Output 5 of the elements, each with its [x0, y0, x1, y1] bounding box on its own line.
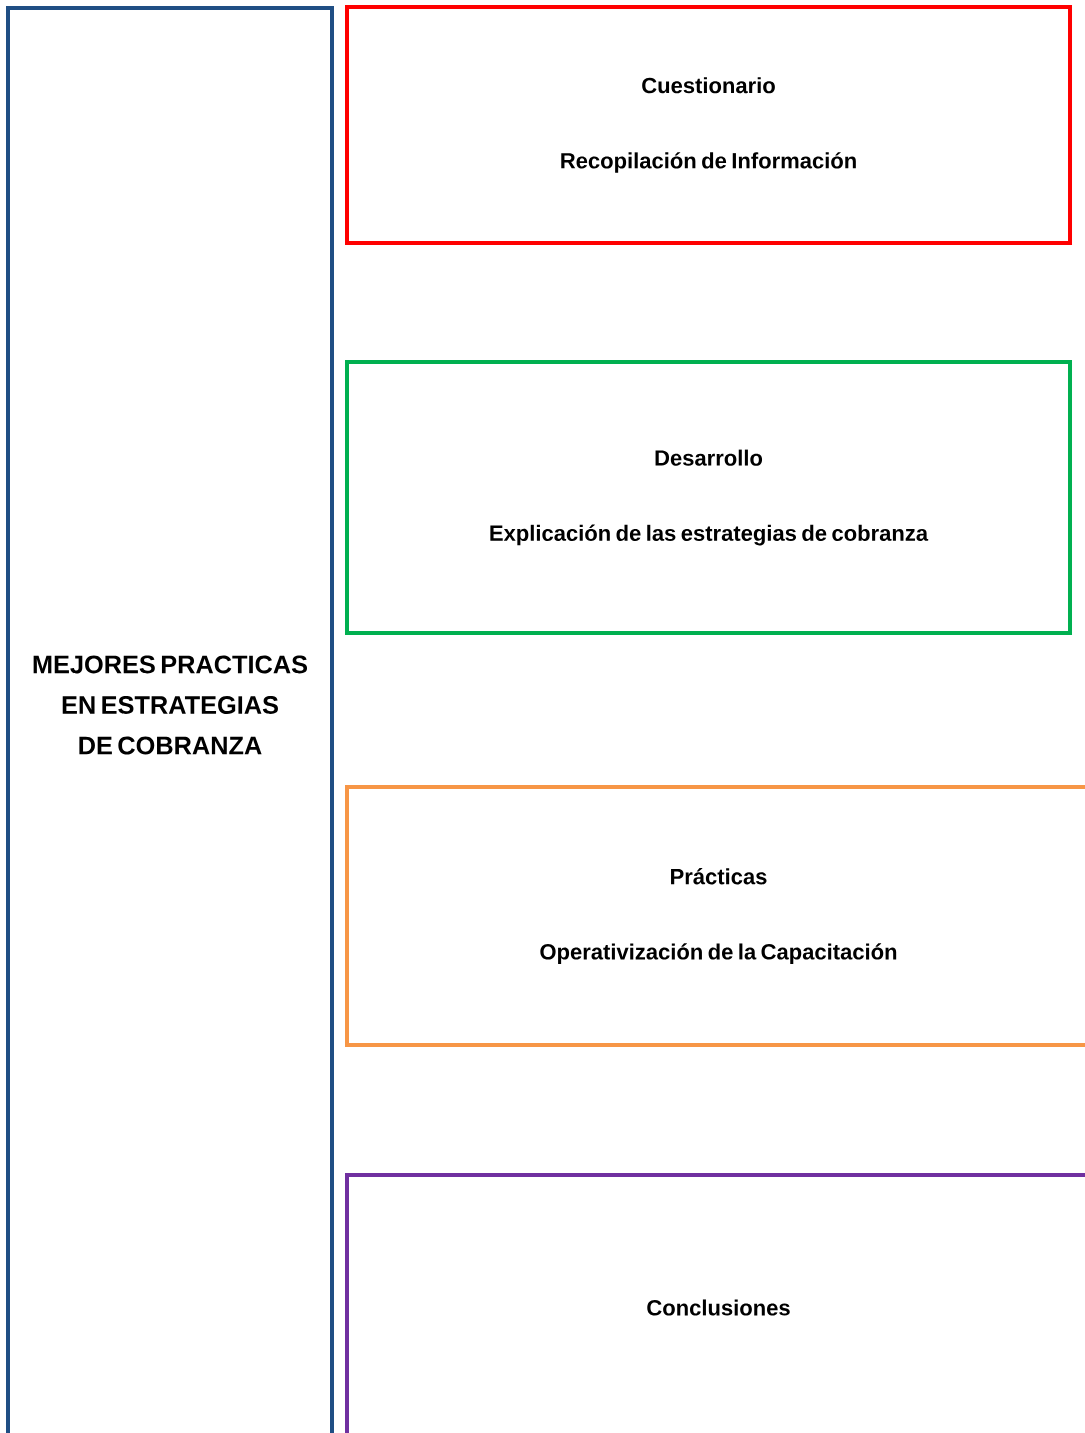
section-box: Cuestionario Recopilación de Información [345, 5, 1072, 245]
section-box: Prácticas Operativización de la Capacitación [345, 785, 1085, 1047]
section-box: Desarrollo Explicación de las estrategias de cobranza [345, 360, 1072, 635]
section-box: Conclusiones [345, 1173, 1085, 1433]
title-panel: MEJORES PRACTICAS EN ESTRATEGIAS DE COBRANZA [6, 6, 334, 1433]
